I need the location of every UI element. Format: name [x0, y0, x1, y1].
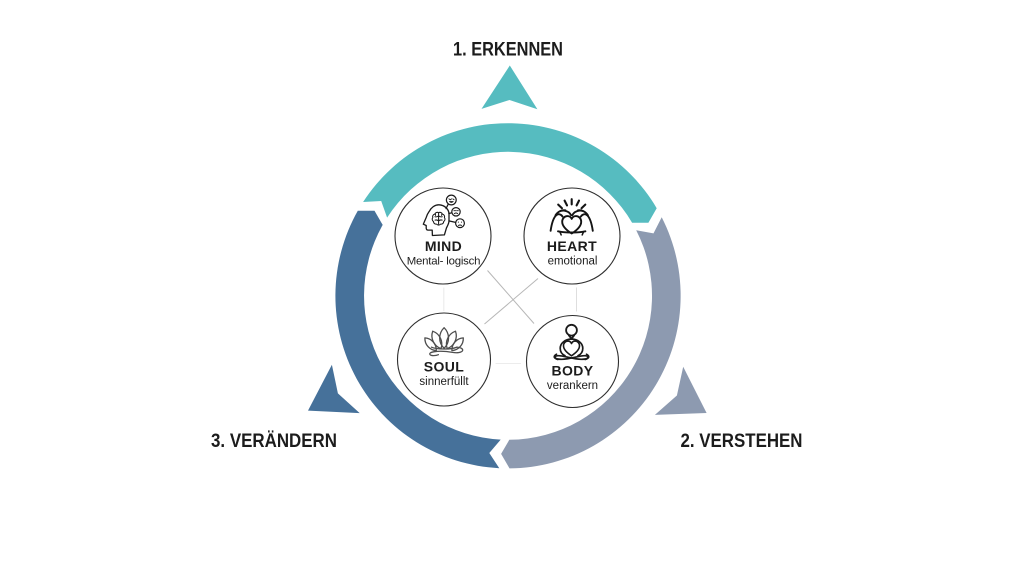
- svg-text:Mental- logisch: Mental- logisch: [407, 256, 481, 268]
- svg-text:2. VERSTEHEN: 2. VERSTEHEN: [681, 431, 803, 452]
- svg-text:BODY: BODY: [551, 363, 593, 379]
- svg-text:1. ERKENNEN: 1. ERKENNEN: [453, 40, 563, 61]
- svg-text:SOUL: SOUL: [424, 359, 465, 375]
- svg-text:sinnerfüllt: sinnerfüllt: [419, 376, 469, 388]
- svg-text:verankern: verankern: [547, 380, 598, 392]
- svg-text:HEART: HEART: [547, 238, 597, 254]
- svg-text:MIND: MIND: [425, 238, 462, 254]
- svg-text:3. VERÄNDERN: 3. VERÄNDERN: [211, 431, 337, 452]
- svg-text:emotional: emotional: [548, 256, 598, 268]
